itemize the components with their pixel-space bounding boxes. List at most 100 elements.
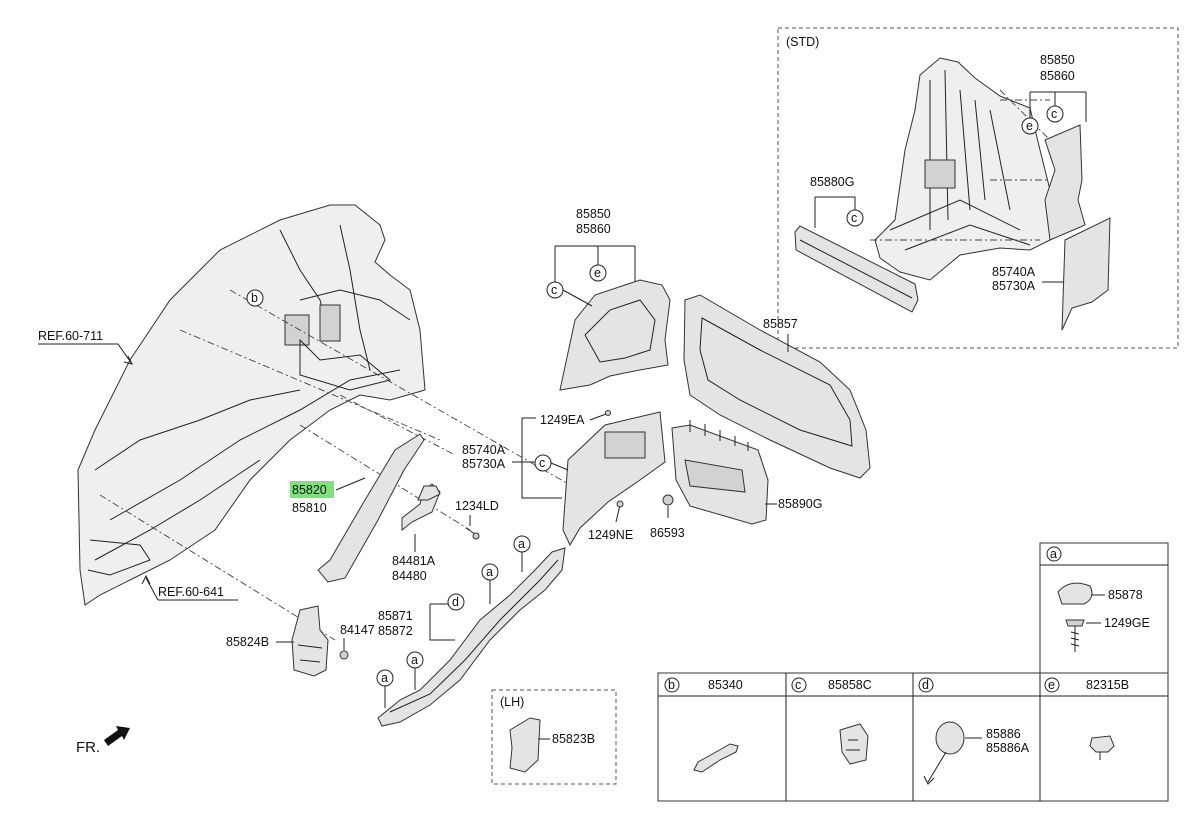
- ref-60-711-arrow: [123, 355, 133, 365]
- bracket-85824b: [291, 605, 329, 677]
- legend-c-circle: [791, 677, 807, 693]
- main-dash-leader-2: [179, 329, 441, 441]
- quarter-trim-lower-bracket: [512, 417, 562, 499]
- legend-d-letter: d: [922, 678, 929, 692]
- label-85823b: 85823B: [552, 732, 595, 746]
- legend-e-part: 82315B: [1086, 678, 1129, 692]
- legend-e-letter: e: [1048, 678, 1055, 692]
- pillar-trim: [317, 433, 425, 583]
- label-85820-highlight: [290, 481, 334, 498]
- std-callout-c2: [1046, 105, 1064, 123]
- legend-d-circle: [918, 677, 934, 693]
- main-body-floor: [299, 338, 392, 391]
- std-sill-line: [799, 239, 913, 299]
- legend-b-circle: [664, 677, 680, 693]
- label-1249ea: 1249EA: [540, 413, 585, 427]
- std-callout-e: [1021, 117, 1039, 135]
- main-body-ribs: [94, 224, 411, 561]
- std-lower-trim: [1061, 217, 1111, 331]
- legend-e-circle: [1044, 677, 1060, 693]
- legend-c-clip-icon: [839, 723, 869, 765]
- legend-d-part: 85886: [986, 727, 1021, 741]
- callout-a-sill-2-text: a: [486, 565, 493, 579]
- label-85730a: 85730A: [462, 457, 506, 471]
- main-body-bracket: [87, 539, 151, 576]
- std-dash-leaders: [870, 89, 1061, 241]
- callout-d-sill: [447, 593, 465, 611]
- std-callout-e-text: e: [1026, 119, 1033, 133]
- std-callout-c1-text: c: [851, 211, 857, 225]
- callout-c-lower-leader: [550, 462, 569, 471]
- legend-c-clip-lines: [846, 739, 860, 751]
- legend-e-fastener-icon: [1089, 735, 1115, 753]
- std-body-window: [924, 159, 956, 189]
- callout-c-upper-leader: [562, 289, 593, 307]
- bracket-85824b-lines: [297, 644, 323, 663]
- label-85860: 85860: [576, 222, 611, 236]
- clip-1249ea: [605, 410, 611, 416]
- fr-label: FR.: [76, 739, 100, 756]
- label-85820: 85820: [292, 483, 327, 497]
- ref-60-711-leader: [38, 343, 133, 365]
- screw-1249ne: [615, 504, 621, 523]
- label-1249ea-leader: [589, 413, 607, 421]
- std-callout-c2-text: c: [1051, 107, 1057, 121]
- sill-trim-line: [389, 559, 559, 713]
- main-callout-b: [246, 289, 264, 307]
- ref-60-641-label: REF.60-641: [158, 585, 224, 599]
- ref-60-641-leader: [145, 577, 238, 601]
- ref-60-711-label: REF.60-711: [38, 329, 103, 343]
- lh-box: [491, 689, 617, 785]
- fr-arrow-icon: [104, 726, 130, 746]
- legend-b-part: 85340: [708, 678, 743, 692]
- std-85880g-leader: [814, 196, 856, 228]
- ref-60-641-arrow: [141, 574, 151, 585]
- std-box-title: (STD): [786, 35, 819, 49]
- callout-c-lower-text: c: [539, 456, 545, 470]
- label-85871: 85871: [378, 609, 413, 623]
- legend-c-letter: c: [795, 678, 801, 692]
- label-84147: 84147: [340, 623, 375, 637]
- legend-a-screw-head: [1065, 619, 1085, 627]
- label-84481a: 84481A: [392, 554, 436, 568]
- std-box: [777, 27, 1179, 349]
- legend-d-clip-icon: [935, 721, 965, 755]
- legend-b-letter: b: [668, 678, 675, 692]
- callout-e-upper: [589, 264, 607, 282]
- legend-a-part2: 1249GE: [1104, 616, 1150, 630]
- std-label-85730a: 85730A: [992, 279, 1036, 293]
- legend-d-part2: 85886A: [986, 741, 1030, 755]
- callout-c-upper-text: c: [551, 283, 557, 297]
- label-86593: 86593: [650, 526, 685, 540]
- pillar-leader: [335, 477, 366, 491]
- bracket-85823b: [509, 717, 541, 773]
- main-body-window: [284, 314, 310, 346]
- std-85850-bracket: [1029, 91, 1087, 122]
- quarter-trim-upper: [559, 279, 671, 391]
- main-callout-b-text: b: [251, 291, 258, 305]
- label-1234ld: 1234LD: [455, 499, 499, 513]
- legend-c-part: 85858C: [828, 678, 872, 692]
- label-1249ne: 1249NE: [588, 528, 633, 542]
- lh-box-title: (LH): [500, 695, 524, 709]
- label-85740a: 85740A: [462, 443, 506, 457]
- sill-trim: [377, 547, 566, 727]
- label-85857: 85857: [763, 317, 798, 331]
- legend-a-part1: 85878: [1108, 588, 1143, 602]
- legend-a-letter: a: [1050, 547, 1057, 561]
- std-label-85740a: 85740A: [992, 265, 1036, 279]
- label-85810: 85810: [292, 501, 327, 515]
- std-body-ribs: [889, 69, 1031, 251]
- label-85890g: 85890G: [778, 497, 822, 511]
- label-85850: 85850: [576, 207, 611, 221]
- quarter-trim-upper-inner: [584, 299, 656, 363]
- main-body-window-2: [319, 304, 341, 342]
- label-85872: 85872: [378, 624, 413, 638]
- main-body-shell: [77, 204, 426, 606]
- rear-window-opening: [699, 317, 853, 447]
- callout-a-sill-4-text: a: [381, 671, 388, 685]
- legend-a-cell: [1039, 542, 1169, 678]
- quarter-trim-lower-pocket: [604, 431, 646, 459]
- main-dash-leaders: [99, 289, 606, 641]
